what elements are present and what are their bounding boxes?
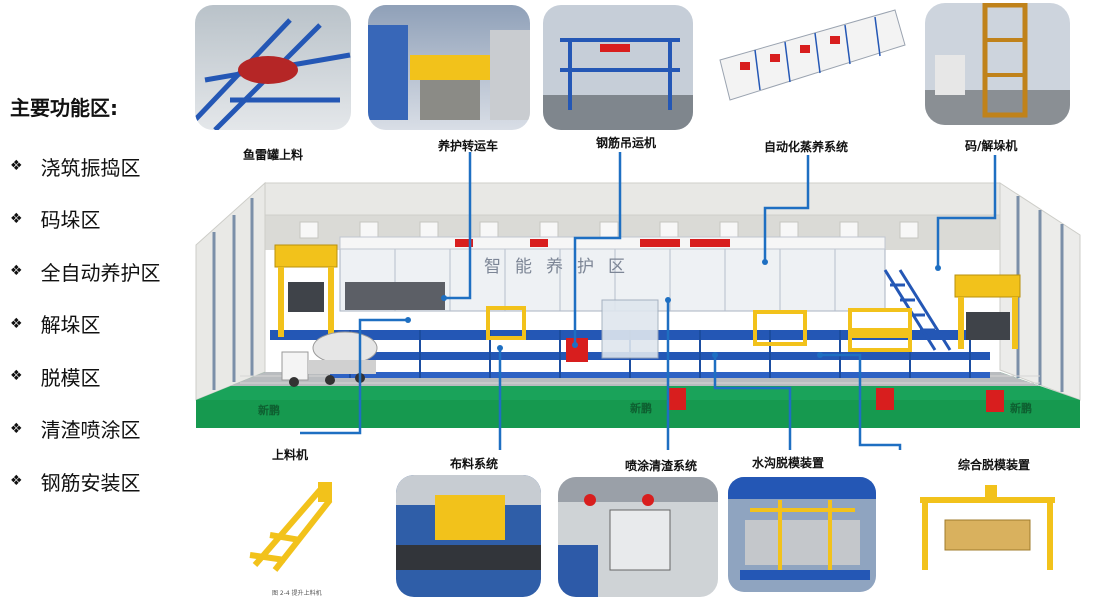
function-zone-label: 浇筑振捣区 xyxy=(40,155,141,180)
function-zone-item: ❖ 清渣喷涂区 xyxy=(10,403,161,456)
function-zones-title: 主要功能区: xyxy=(10,96,118,120)
brand-mark-center: 新鹏 xyxy=(630,401,652,415)
loader-figure-caption: 图 2-4 提升上料机 xyxy=(272,589,322,597)
left-gantry xyxy=(274,244,338,337)
photo-stacker-unstacker xyxy=(925,3,1070,125)
diamond-bullet-icon: ❖ xyxy=(10,368,23,385)
diamond-bullet-icon: ❖ xyxy=(10,420,23,437)
photo-spray-cleaning-system xyxy=(558,477,718,597)
diamond-bullet-icon: ❖ xyxy=(10,158,23,175)
label-loader-machine: 上料机 xyxy=(272,448,309,462)
label-spray-cleaning-system: 喷涂清渣系统 xyxy=(625,459,698,473)
photo-integrated-demould-device xyxy=(905,478,1065,596)
function-zone-label: 钢筋安装区 xyxy=(40,470,141,495)
label-integrated-demould-device: 综合脱模装置 xyxy=(958,458,1031,472)
brand-mark-left: 新鹏 xyxy=(258,403,280,417)
photo-ditch-demould-device xyxy=(728,477,876,592)
label-distributor-system: 布料系统 xyxy=(450,457,499,471)
function-zone-item: ❖ 钢筋安装区 xyxy=(10,455,161,508)
function-zone-label: 脱模区 xyxy=(40,365,101,390)
function-zones-list: ❖ 浇筑振捣区 ❖ 码垛区 ❖ 全自动养护区 ❖ 解垛区 ❖ 脱模区 ❖ 清渣喷涂区 ❖ 钢筋… xyxy=(10,140,161,508)
label-fish-tank-loader: 鱼雷罐上料 xyxy=(243,148,304,162)
photo-loader-machine: 图 2-4 提升上料机 xyxy=(228,478,368,598)
diamond-bullet-icon: ❖ xyxy=(10,263,23,280)
photo-steam-curing-system xyxy=(719,9,906,101)
photo-rebar-crane xyxy=(543,5,693,130)
label-steam-curing-system: 自动化蒸养系统 xyxy=(764,140,849,154)
function-zone-item: ❖ 脱模区 xyxy=(10,350,161,403)
diamond-bullet-icon: ❖ xyxy=(10,315,23,332)
function-zone-item: ❖ 全自动养护区 xyxy=(10,245,161,298)
mixer-truck xyxy=(281,331,378,387)
function-zone-label: 全自动养护区 xyxy=(40,260,161,285)
label-stacker-unstacker: 码/解垛机 xyxy=(965,139,1018,153)
label-curing-transfer-car: 养护转运车 xyxy=(438,139,499,153)
floor-brand-marks: 新鹏 新鹏 新鹏 xyxy=(258,401,1032,417)
right-gantry xyxy=(954,274,1021,349)
function-zone-item: ❖ 浇筑振捣区 xyxy=(10,140,161,193)
diamond-bullet-icon: ❖ xyxy=(10,210,23,227)
function-zone-item: ❖ 码垛区 xyxy=(10,193,161,246)
brand-mark-right: 新鹏 xyxy=(1010,401,1032,415)
function-zone-label: 码垛区 xyxy=(40,208,101,233)
function-zone-label: 清渣喷涂区 xyxy=(40,418,141,443)
photo-fish-tank-loader xyxy=(195,5,351,130)
photo-curing-transfer-car xyxy=(368,5,530,130)
diamond-bullet-icon: ❖ xyxy=(10,473,23,490)
curing-zone-sign: 智能养护区 xyxy=(484,257,639,277)
function-zone-item: ❖ 解垛区 xyxy=(10,298,161,351)
function-zone-label: 解垛区 xyxy=(40,313,101,338)
label-rebar-crane: 钢筋吊运机 xyxy=(596,136,657,150)
production-equipment xyxy=(270,244,1021,412)
callout-connectors xyxy=(300,152,997,450)
photo-distributor-system xyxy=(396,475,541,597)
label-ditch-demould-device: 水沟脱模装置 xyxy=(752,456,825,470)
